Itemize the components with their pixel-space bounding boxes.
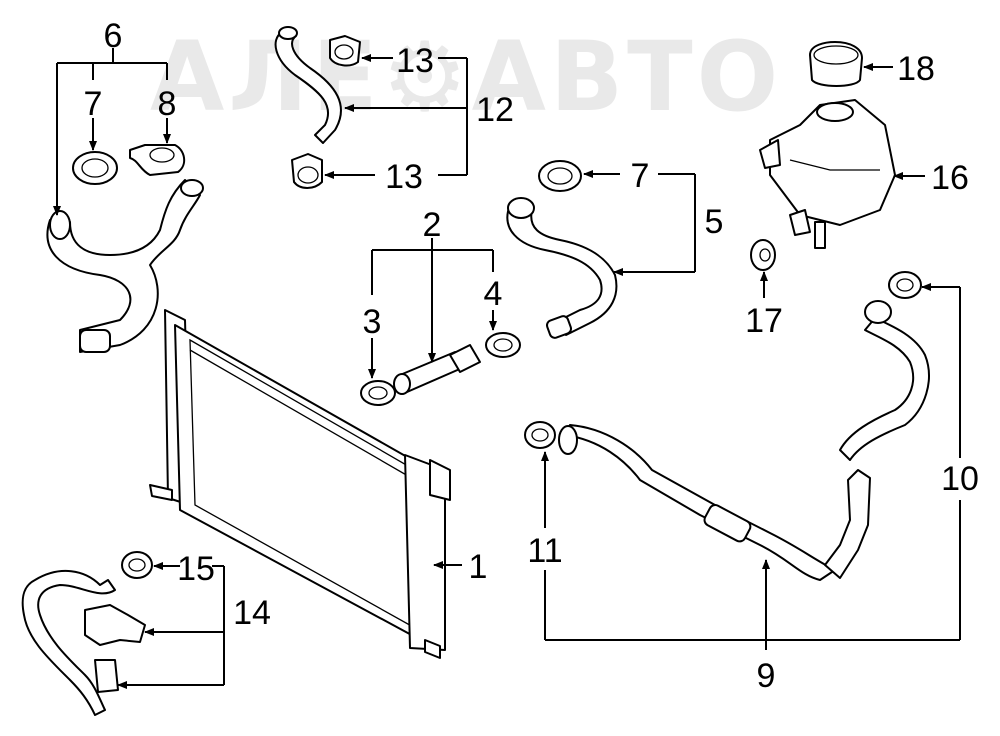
hose-clamp-4 [485, 332, 521, 358]
hose-clamp-15 [121, 551, 153, 579]
expansion-tank-16 [759, 99, 896, 249]
grommet-17 [750, 239, 776, 271]
small-hose-12 [274, 26, 342, 144]
callout-13-bottom: 13 [385, 158, 423, 196]
hose-connector-2 [393, 344, 481, 395]
callout-10: 10 [941, 460, 979, 498]
leader-lines [53, 48, 961, 689]
callout-18: 18 [897, 50, 935, 88]
reservoir-cap-18 [809, 41, 863, 87]
hose-clamp-13-bottom [291, 153, 323, 189]
callout-16: 16 [931, 159, 969, 197]
hose-clamp-3 [360, 380, 396, 406]
callout-3: 3 [363, 303, 382, 341]
callout-5: 5 [705, 203, 724, 241]
hose-14 [21, 569, 146, 716]
callout-7-left: 7 [84, 85, 103, 123]
hose-clamp-8 [129, 144, 186, 176]
hose-clamp-13-top [329, 35, 361, 67]
callout-12: 12 [476, 91, 514, 129]
callout-2: 2 [423, 206, 442, 244]
watermark: АЛЕ⚙АВТО [150, 21, 782, 133]
callout-6: 6 [104, 17, 123, 55]
callout-9: 9 [757, 657, 776, 695]
callout-14: 14 [233, 594, 271, 632]
callout-13-top: 13 [396, 42, 434, 80]
hose-clamp-11 [524, 421, 556, 449]
coolant-hose-10 [839, 300, 930, 461]
callout-labels: 6 7 8 13 12 13 2 3 4 7 5 18 16 17 1 11 1… [84, 17, 979, 695]
radiator [149, 309, 451, 659]
callout-15: 15 [177, 550, 215, 588]
hose-clamp-7-right [538, 160, 582, 192]
callout-11: 11 [527, 532, 562, 570]
callout-17: 17 [745, 302, 783, 340]
callout-4: 4 [484, 275, 503, 313]
callout-8: 8 [158, 85, 177, 123]
upper-hose-assembly [46, 179, 204, 353]
callout-1: 1 [469, 548, 488, 586]
lower-hose-5 [506, 197, 618, 339]
hose-clamp-7-left [72, 151, 118, 185]
callout-7-right: 7 [631, 157, 650, 195]
hose-clamp-10 [888, 271, 922, 299]
coolant-pipe-9 [558, 424, 871, 581]
